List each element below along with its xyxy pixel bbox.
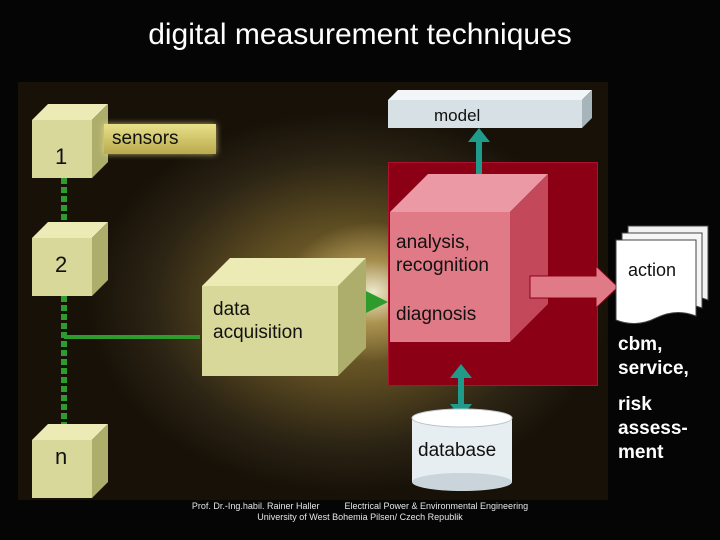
model-box [388,90,592,128]
model-label: model [434,106,481,125]
sensor-1-label: 1 [55,144,68,169]
risk-label-line-3: ment [618,442,664,463]
diagnosis-label: diagnosis [396,304,477,325]
sensors-label: sensors [112,128,179,149]
sensor-box-2 [32,222,108,296]
footer-author: Prof. Dr.-Ing.habil. Rainer Haller [191,501,320,511]
database-cylinder [411,408,513,491]
footer: Prof. Dr.-Ing.habil. Rainer Haller Elect… [150,501,570,523]
action-label: action [628,260,677,280]
sensor-box-1 [32,104,108,178]
data-acquisition-label-line-1: data [213,299,250,320]
footer-department: Electrical Power & Environmental Enginee… [344,501,529,511]
cbm-label-line-1: cbm, [618,334,663,355]
sensor-2-label: 2 [55,252,68,277]
action-documents [615,225,709,324]
analysis-label-line-2: recognition [396,255,489,276]
analysis-label-line-1: analysis, [396,232,470,253]
risk-label-line-1: risk [618,394,652,415]
footer-university: University of West Bohemia Pilsen/ Czech… [257,512,463,522]
risk-label-line-2: assess- [618,418,688,439]
sensor-n-label: n [55,444,68,469]
sensor-box-n [32,424,108,498]
analysis-box [390,174,548,342]
sensors-tag [104,124,216,154]
slide-title: digital measurement techniques [148,18,572,51]
output-arrow [529,264,619,310]
database-label: database [418,440,497,461]
data-acquisition-box [202,258,366,376]
cbm-label-line-2: service, [618,358,689,379]
data-acquisition-label-line-2: acquisition [213,322,303,343]
